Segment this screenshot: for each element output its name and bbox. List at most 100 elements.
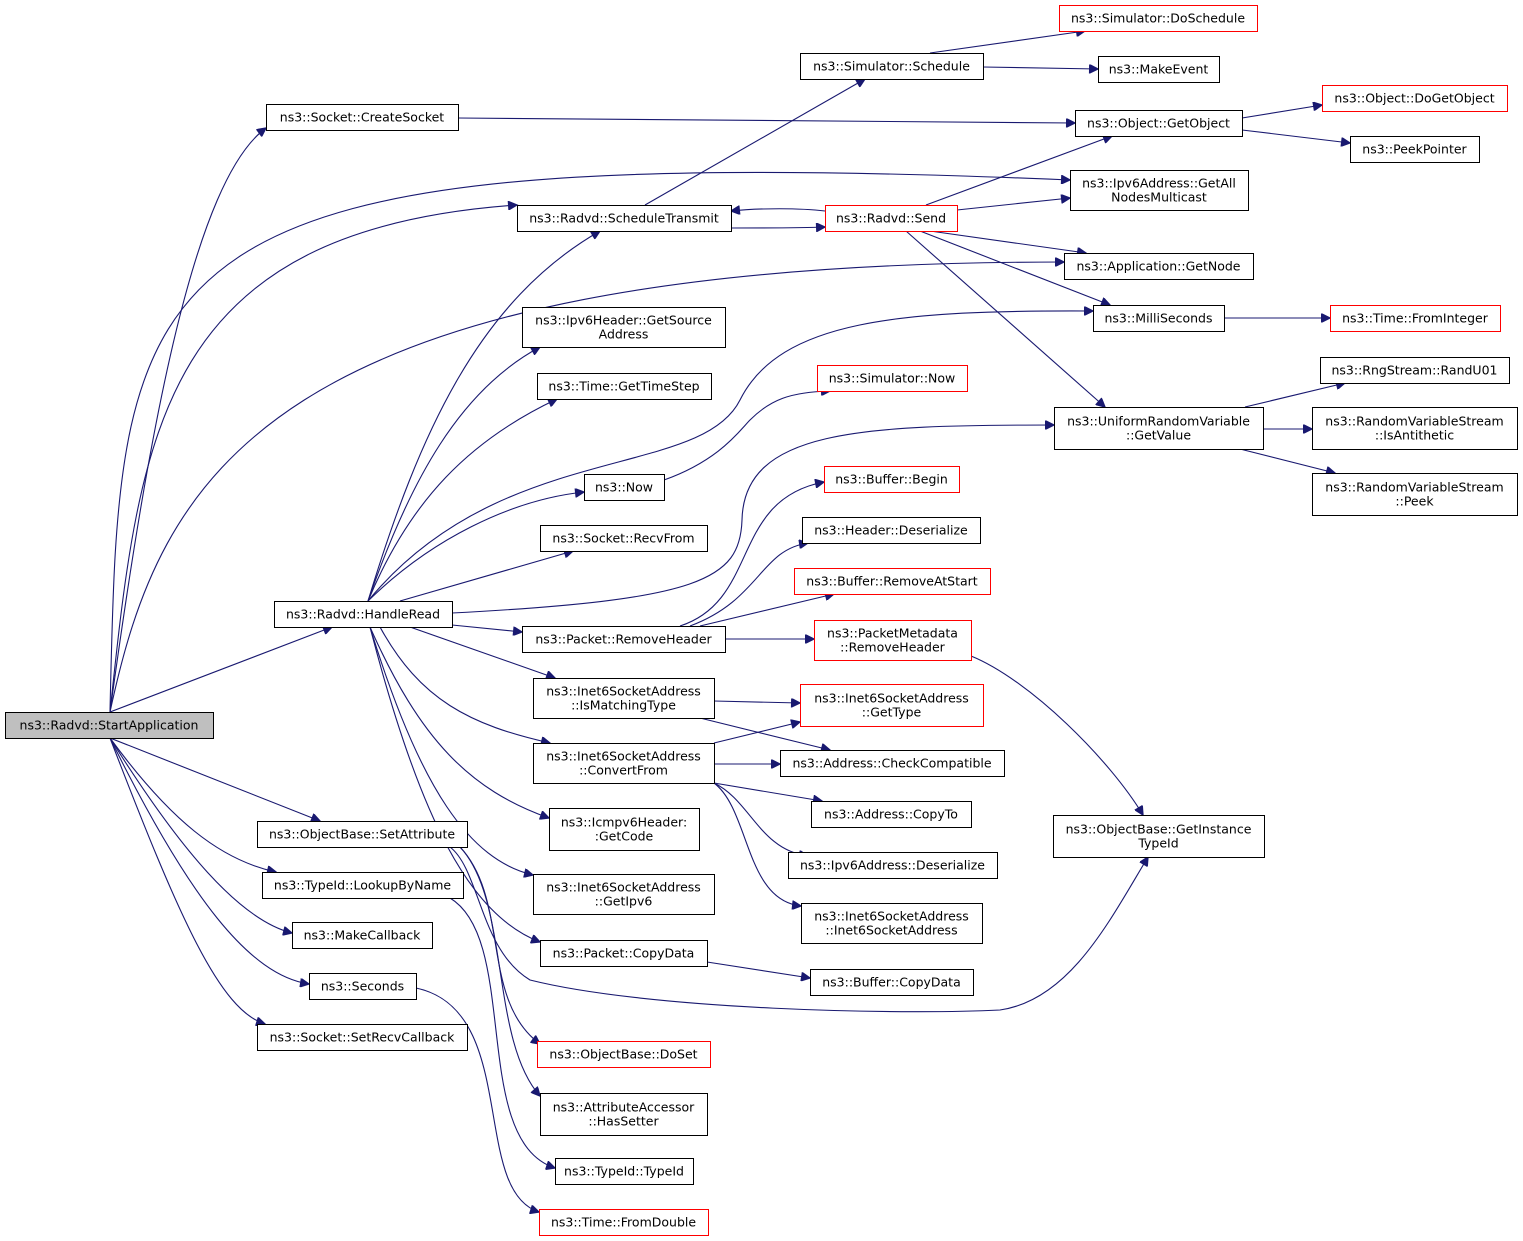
node-scheduletransmit[interactable]: ns3::Radvd::ScheduleTransmit [517, 205, 732, 232]
node-fromdouble[interactable]: ns3::Time::FromDouble [539, 1209, 709, 1236]
node-doset[interactable]: ns3::ObjectBase::DoSet [537, 1041, 711, 1068]
node-getipv6[interactable]: ns3::Inet6SocketAddress::GetIpv6 [533, 874, 715, 915]
node-label: ns3::RngStream::RandU01 [1332, 363, 1498, 378]
node-schedule[interactable]: ns3::Simulator::Schedule [800, 53, 984, 80]
node-label: TypeId [1137, 836, 1178, 851]
node-label: ns3::Ipv6Header::GetSource [535, 313, 712, 328]
call-edge-removeheader-to-removeatstart [699, 594, 834, 627]
node-makecallback[interactable]: ns3::MakeCallback [292, 922, 433, 949]
node-milliseconds[interactable]: ns3::MilliSeconds [1093, 305, 1225, 332]
node-convertfrom[interactable]: ns3::Inet6SocketAddress::ConvertFrom [533, 743, 715, 784]
node-removeheader[interactable]: ns3::Packet::RemoveHeader [522, 626, 726, 653]
call-edge-root-to-handleread [109, 627, 332, 713]
node-label: ::Peek [1395, 494, 1434, 509]
node-box [555, 1158, 694, 1185]
node-ipv6deserialize[interactable]: ns3::Ipv6Address::Deserialize [788, 852, 998, 879]
node-box [257, 821, 468, 848]
node-randu01[interactable]: ns3::RngStream::RandU01 [1320, 357, 1510, 384]
call-edge-root-to-makecallback [109, 737, 292, 933]
node-lookupbyname[interactable]: ns3::TypeId::LookupByName [262, 872, 464, 899]
node-label: ::GetType [862, 705, 922, 720]
node-box [1093, 305, 1225, 332]
node-box [1059, 5, 1258, 32]
call-edge-schedule-to-doschedule [929, 31, 1085, 54]
node-hdrdeserialize[interactable]: ns3::Header::Deserialize [802, 517, 981, 544]
node-box [1312, 473, 1518, 516]
call-edge-getvalue-to-randu01 [1244, 383, 1345, 408]
node-checkcompat[interactable]: ns3::Address::CheckCompatible [780, 750, 1005, 777]
node-ismatchingtype[interactable]: ns3::Inet6SocketAddress::IsMatchingType [533, 678, 715, 719]
node-typeid[interactable]: ns3::TypeId::TypeId [555, 1158, 694, 1185]
node-simnow[interactable]: ns3::Simulator::Now [817, 365, 968, 392]
node-send[interactable]: ns3::Radvd::Send [825, 205, 958, 232]
node-box [540, 1093, 708, 1136]
node-setrecvcallback[interactable]: ns3::Socket::SetRecvCallback [257, 1024, 468, 1051]
node-bufbegin[interactable]: ns3::Buffer::Begin [824, 466, 960, 493]
node-label: ns3::RandomVariableStream [1325, 480, 1503, 495]
node-recvfrom[interactable]: ns3::Socket::RecvFrom [540, 525, 708, 552]
node-inet6ctor[interactable]: ns3::Inet6SocketAddress::Inet6SocketAddr… [801, 903, 983, 944]
node-box [1054, 407, 1264, 450]
node-label: ns3::PeekPointer [1362, 142, 1467, 157]
node-label: ns3::Object::GetObject [1087, 116, 1230, 131]
node-label: ns3::Address::CopyTo [824, 807, 958, 822]
node-label: ns3::Radvd::StartApplication [20, 718, 199, 733]
node-box [533, 743, 715, 784]
node-box [780, 750, 1005, 777]
node-gettype[interactable]: ns3::Inet6SocketAddress::GetType [800, 684, 984, 727]
call-edge-handleread-to-getvalue [451, 425, 1054, 614]
call-edge-pmremoveheader-to-getinstancetypeid [970, 655, 1143, 815]
node-setattribute[interactable]: ns3::ObjectBase::SetAttribute [257, 821, 468, 848]
node-box [800, 684, 984, 727]
node-gettimestep[interactable]: ns3::Time::GetTimeStep [537, 373, 712, 400]
node-pmremoveheader[interactable]: ns3::PacketMetadata::RemoveHeader [814, 620, 972, 661]
node-getvalue[interactable]: ns3::UniformRandomVariable::GetValue [1054, 407, 1264, 450]
node-now[interactable]: ns3::Now [584, 474, 665, 501]
call-edge-setattribute-to-doset [459, 846, 540, 1044]
node-box [1320, 357, 1510, 384]
node-getcode[interactable]: ns3::Icmpv6Header::GetCode [549, 808, 700, 851]
node-getobject[interactable]: ns3::Object::GetObject [1075, 110, 1243, 137]
node-copyto[interactable]: ns3::Address::CopyTo [811, 801, 972, 828]
node-pktcopydata[interactable]: ns3::Packet::CopyData [540, 940, 708, 967]
node-bufcopydata[interactable]: ns3::Buffer::CopyData [810, 969, 974, 996]
node-getnode[interactable]: ns3::Application::GetNode [1064, 253, 1254, 280]
call-edge-root-to-createsocket [109, 128, 266, 713]
call-edge-handleread-to-recvfrom [399, 551, 573, 602]
node-box [1350, 136, 1480, 163]
node-box [1330, 305, 1501, 332]
node-createsocket[interactable]: ns3::Socket::CreateSocket [266, 104, 459, 131]
node-frominteger[interactable]: ns3::Time::FromInteger [1330, 305, 1501, 332]
node-label: ns3::ObjectBase::GetInstance [1066, 822, 1252, 837]
node-makeevent[interactable]: ns3::MakeEvent [1098, 56, 1220, 83]
node-box [533, 678, 715, 719]
node-peekpointer[interactable]: ns3::PeekPointer [1350, 136, 1480, 163]
node-box [522, 307, 726, 348]
node-hassetter[interactable]: ns3::AttributeAccessor::HasSetter [540, 1093, 708, 1136]
node-root[interactable]: ns3::Radvd::StartApplication [5, 712, 214, 739]
node-label: ns3::Simulator::DoSchedule [1071, 11, 1245, 26]
node-box [537, 1041, 711, 1068]
node-seconds[interactable]: ns3::Seconds [309, 973, 417, 1000]
node-box [800, 53, 984, 80]
node-label: ::RemoveHeader [840, 640, 946, 655]
node-label: ns3::Socket::CreateSocket [280, 110, 445, 125]
node-isantithetic[interactable]: ns3::RandomVariableStream::IsAntithetic [1312, 407, 1518, 450]
node-removeatstart[interactable]: ns3::Buffer::RemoveAtStart [794, 568, 991, 595]
node-handleread[interactable]: ns3::Radvd::HandleRead [274, 601, 453, 628]
node-label: ns3::Time::GetTimeStep [548, 379, 699, 394]
node-doschedule[interactable]: ns3::Simulator::DoSchedule [1059, 5, 1258, 32]
node-label: ns3::Packet::CopyData [553, 946, 695, 961]
call-edge-scheduletransmit-to-send [730, 227, 825, 228]
node-label: ::IsAntithetic [1375, 428, 1454, 443]
node-box [825, 205, 958, 232]
node-peek[interactable]: ns3::RandomVariableStream::Peek [1312, 473, 1518, 516]
node-dogetobject[interactable]: ns3::Object::DoGetObject [1322, 85, 1508, 112]
node-label: ::GetValue [1126, 428, 1191, 443]
node-label: ns3::Socket::SetRecvCallback [270, 1030, 455, 1045]
